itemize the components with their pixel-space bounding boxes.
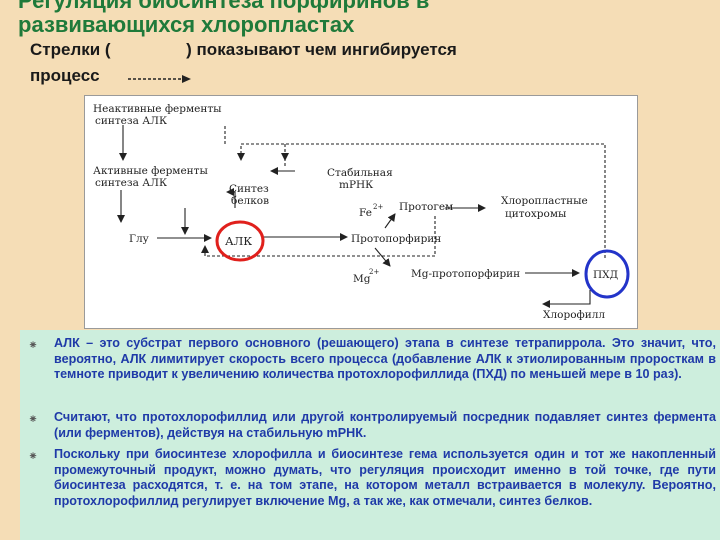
note-alk-substrate: АЛК – это субстрат первого основного (ре… [54,336,716,381]
label-protoporphyrin: Протопорфирин [351,233,441,245]
label-inactive-enzymes-2: синтеза АЛК [95,115,167,127]
label-pchd: ПХД [593,269,618,281]
edge-protein-synthesis-to-active [226,188,236,208]
inhibition-protoheme-to-alk [201,216,436,257]
slide-title-line-2: развивающихся хлоропластах [18,12,355,37]
slide-title-line-1: Регуляция биосинтеза порфиринов в [18,0,430,13]
label-mg-charge: 2+ [369,268,379,276]
label-active-enzymes-1: Активные ферменты [93,165,208,177]
edge-protoporphyrin-to-mg-protoporphyrin [374,247,391,267]
label-inactive-enzymes-1: Неактивные ферменты [93,103,222,115]
subtitle-line-1: Стрелки ( ) показывают чем ингибируется [30,40,457,59]
note-protochlorophyllide-suppression: Считают, что протохлорофиллид или другой… [54,410,716,440]
label-chloroplast-cytochromes-2: цитохромы [505,208,566,220]
label-active-enzymes-2: синтеза АЛК [95,177,167,189]
edge-pchd-to-chlorophyll [542,290,591,308]
label-protein-synthesis-1: Синтез [229,183,269,195]
subtitle-line-2: процесс [30,66,100,85]
edge-protoporphyrin-to-protoheme [384,213,396,229]
label-protoheme: Протогем [399,201,453,213]
notes-panel: ⁕ АЛК – это субстрат первого основного (… [20,330,720,540]
note-branch-point-regulation: Поскольку при биосинтезе хлорофилла и би… [54,447,716,508]
label-glu: Глу [129,233,150,245]
bullet-icon: ⁕ [28,338,39,352]
pchd-highlight-circle [584,249,630,299]
label-stable-mrna-1: Стабильная [327,167,393,179]
alk-highlight-circle [215,220,265,262]
label-stable-mrna-2: mРНК [339,179,373,191]
inhibition-pchd-to-protein-synthesis [237,143,606,258]
label-mg: Mg [353,273,371,285]
label-fe: Fe [359,207,372,219]
label-mg-protoporphyrin: Mg-протопорфирин [411,268,520,280]
bullet-icon: ⁕ [28,449,39,463]
bullet-icon: ⁕ [28,412,39,426]
label-fe-charge: 2+ [373,203,383,211]
regulation-diagram: Неактивные ферменты синтеза АЛК Активные… [84,95,638,329]
label-chlorophyll: Хлорофилл [543,309,605,321]
label-protein-synthesis-2: белков [231,195,269,207]
dashed-inhibition-arrow-sample [128,75,191,83]
label-alk: АЛК [225,234,252,248]
label-chloroplast-cytochromes-1: Хлоропластные [501,195,588,207]
